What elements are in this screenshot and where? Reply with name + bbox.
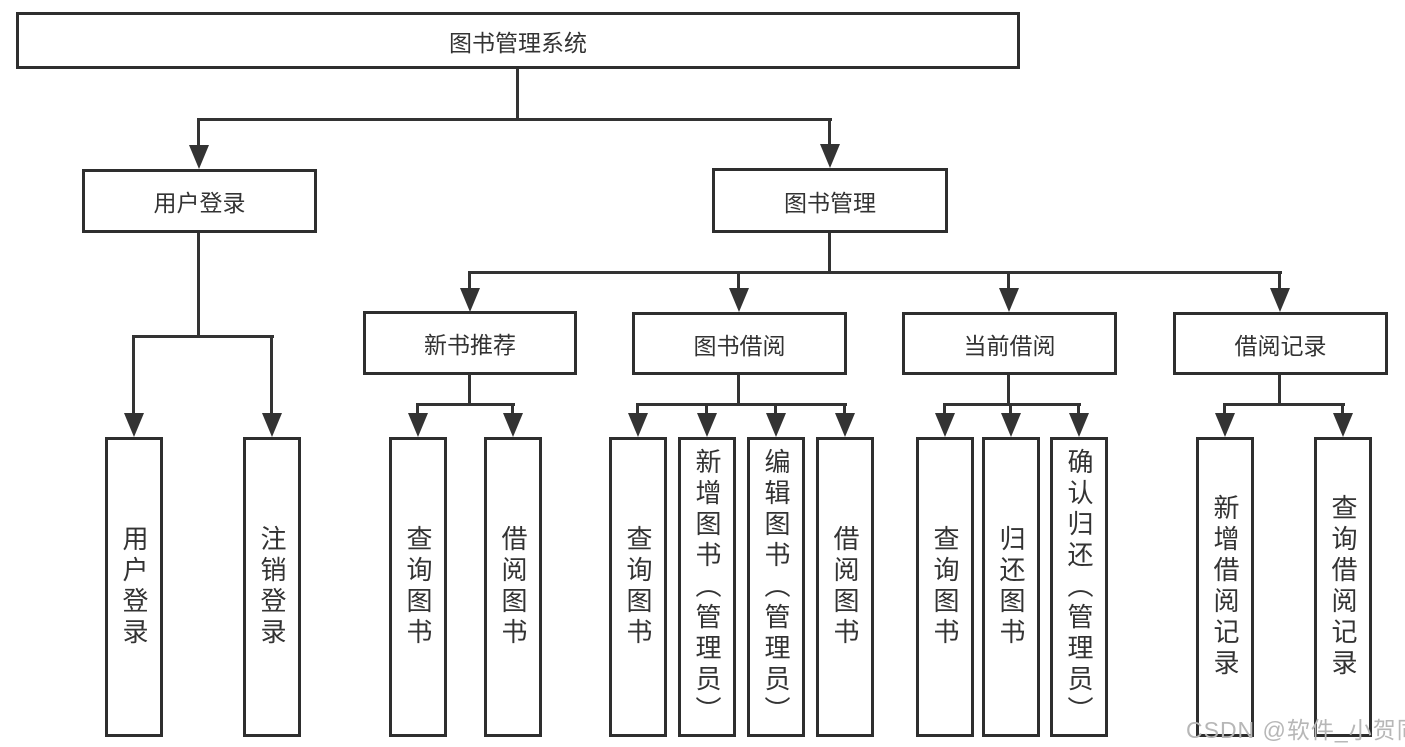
connector-userlogin-rail	[132, 335, 274, 338]
connector-bookmgmt-stem	[828, 233, 831, 274]
leaf-borrowing-add-books-admin: 新增图书（管理员）	[678, 437, 736, 737]
leaf-logout-login: 注销登录	[243, 437, 301, 737]
node-current-borrowing: 当前借阅	[902, 312, 1117, 375]
arrow-down-icon	[697, 413, 717, 437]
leaf-borrowing-borrow-books: 借阅图书	[816, 437, 874, 737]
leaf-label: 新增图书（管理员）	[692, 447, 722, 727]
leaf-records-query-borrow-record: 查询借阅记录	[1314, 437, 1372, 737]
connector-borrowing-drop-3	[774, 403, 777, 415]
leaf-label: 查询图书	[403, 525, 433, 649]
leaf-label: 查询图书	[623, 525, 653, 649]
arrow-down-icon	[729, 288, 749, 312]
leaf-label: 用户登录	[119, 525, 149, 649]
leaf-label: 确认归还（管理员）	[1064, 447, 1094, 727]
leaf-label: 借阅图书	[830, 525, 860, 649]
leaf-label: 查询借阅记录	[1328, 494, 1358, 680]
connector-root-rail	[197, 118, 832, 121]
connector-bookmgmt-drop-4	[1278, 271, 1281, 289]
connector-current-stem	[1007, 375, 1010, 406]
connector-newbook-stem	[468, 374, 471, 406]
connector-userlogin-stem	[197, 233, 200, 338]
leaf-borrowing-edit-books-admin: 编辑图书（管理员）	[747, 437, 805, 737]
connector-newbook-rail	[416, 403, 515, 406]
leaf-label: 归还图书	[996, 525, 1026, 649]
leaf-user-login: 用户登录	[105, 437, 163, 737]
leaf-newbook-query-books: 查询图书	[389, 437, 447, 737]
connector-borrowing-drop-2	[705, 403, 708, 415]
arrow-down-icon	[189, 145, 209, 169]
connector-current-rail	[943, 403, 1081, 406]
arrow-down-icon	[820, 144, 840, 168]
connector-records-rail	[1223, 403, 1345, 406]
connector-records-drop-2	[1341, 403, 1344, 415]
arrow-down-icon	[1333, 413, 1353, 437]
connector-current-drop-3	[1077, 403, 1080, 415]
connector-current-drop-1	[943, 403, 946, 415]
leaf-label: 借阅图书	[498, 525, 528, 649]
connector-bookmgmt-drop-2	[737, 271, 740, 289]
connector-bookmgmt-rail	[468, 271, 1282, 274]
connector-borrowing-rail	[636, 403, 847, 406]
arrow-down-icon	[1001, 413, 1021, 437]
connector-userlogin-drop-1	[132, 335, 135, 415]
arrow-down-icon	[262, 413, 282, 437]
node-root-library-system: 图书管理系统	[16, 12, 1020, 69]
leaf-label: 查询图书	[930, 525, 960, 649]
connector-borrowing-drop-1	[636, 403, 639, 415]
arrow-down-icon	[835, 413, 855, 437]
arrow-down-icon	[628, 413, 648, 437]
csdn-watermark: CSDN @软件_小贺同学	[1186, 717, 1405, 743]
leaf-records-add-borrow-record: 新增借阅记录	[1196, 437, 1254, 737]
connector-borrowing-stem	[737, 375, 740, 406]
arrow-down-icon	[1270, 288, 1290, 312]
node-borrowing-records: 借阅记录	[1173, 312, 1388, 375]
connector-borrowing-drop-4	[843, 403, 846, 415]
arrow-down-icon	[408, 413, 428, 437]
leaf-current-query-books: 查询图书	[916, 437, 974, 737]
leaf-current-confirm-return-admin: 确认归还（管理员）	[1050, 437, 1108, 737]
connector-records-drop-1	[1223, 403, 1226, 415]
connector-current-drop-2	[1009, 403, 1012, 415]
connector-root-stem	[516, 69, 519, 120]
leaf-label: 新增借阅记录	[1210, 494, 1240, 680]
arrow-down-icon	[1215, 413, 1235, 437]
leaf-borrowing-query-books: 查询图书	[609, 437, 667, 737]
leaf-newbook-borrow-books: 借阅图书	[484, 437, 542, 737]
node-new-book-recommendation: 新书推荐	[363, 311, 577, 375]
connector-root-drop-right	[828, 118, 831, 146]
arrow-down-icon	[999, 288, 1019, 312]
connector-root-drop-left	[197, 118, 200, 147]
connector-newbook-drop-2	[511, 403, 514, 415]
node-book-management: 图书管理	[712, 168, 948, 233]
arrow-down-icon	[766, 413, 786, 437]
connector-userlogin-drop-2	[270, 335, 273, 415]
connector-bookmgmt-drop-1	[468, 271, 471, 289]
node-book-borrowing: 图书借阅	[632, 312, 847, 375]
arrow-down-icon	[1069, 413, 1089, 437]
leaf-label: 注销登录	[257, 525, 287, 649]
arrow-down-icon	[124, 413, 144, 437]
connector-newbook-drop-1	[416, 403, 419, 415]
leaf-current-return-books: 归还图书	[982, 437, 1040, 737]
arrow-down-icon	[460, 288, 480, 312]
arrow-down-icon	[503, 413, 523, 437]
node-user-login: 用户登录	[82, 169, 317, 233]
connector-records-stem	[1278, 375, 1281, 406]
arrow-down-icon	[935, 413, 955, 437]
leaf-label: 编辑图书（管理员）	[761, 447, 791, 727]
connector-bookmgmt-drop-3	[1007, 271, 1010, 289]
